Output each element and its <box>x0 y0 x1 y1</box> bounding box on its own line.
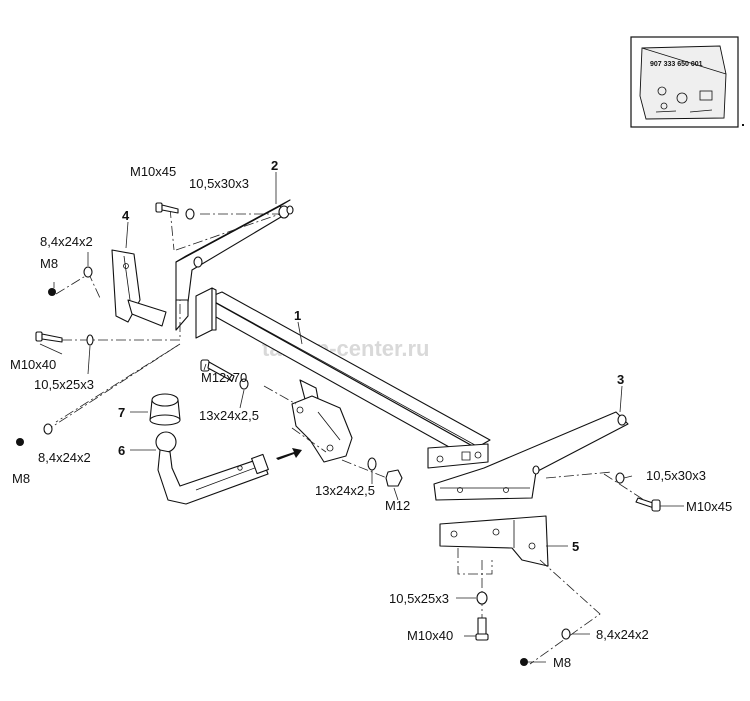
bolt-m10x45-right <box>635 497 661 512</box>
bracket-part-2 <box>175 199 294 331</box>
label-washer-8-4x24x2-left: 8,4x24x2 <box>40 234 93 249</box>
nut-icon <box>16 438 24 446</box>
washer-icon <box>476 591 488 605</box>
washer-icon <box>185 208 195 220</box>
ball-cap-part-7 <box>149 393 181 426</box>
crossbar-part-1 <box>195 287 491 469</box>
label-washer-10-5x30x3-top: 10,5x30x3 <box>189 176 249 191</box>
callout-part-7: 7 <box>118 405 125 420</box>
callout-part-3: 3 <box>617 372 624 387</box>
label-washer-10-5x25x3-left: 10,5x25x3 <box>34 377 94 392</box>
label-bolt-m12x70: M12x70 <box>201 370 247 385</box>
label-nut-m8-lower-left: M8 <box>12 471 30 486</box>
label-washer-13x24x2-5-b: 13x24x2,5 <box>315 483 375 498</box>
callout-part-4: 4 <box>122 208 130 223</box>
label-bolt-m10x45-right: M10x45 <box>686 499 732 514</box>
washer-icon <box>86 334 94 346</box>
tow-ball-part-6 <box>155 431 269 505</box>
washer-icon <box>239 378 249 390</box>
bolt-m10x45-top <box>155 202 179 214</box>
label-bolt-m10x40-bottom: M10x40 <box>407 628 453 643</box>
washer-icon <box>561 628 571 640</box>
bolt-m10x40-left <box>35 331 63 343</box>
label-bolt-m10x40-left: M10x40 <box>10 357 56 372</box>
washer-icon <box>615 472 625 484</box>
nut-icon <box>48 288 56 296</box>
label-bolt-m10x45-top: M10x45 <box>130 164 176 179</box>
label-nut-m8-bottom: M8 <box>553 655 571 670</box>
assembly-arrow <box>276 448 302 460</box>
nut-icon <box>520 658 528 666</box>
label-washer-8-4x24x2-bottom: 8,4x24x2 <box>596 627 649 642</box>
bracket-part-3 <box>433 411 629 501</box>
ball-mount-bracket <box>291 395 353 463</box>
bolt-m12x70 <box>200 359 235 382</box>
label-washer-10-5x30x3-right: 10,5x30x3 <box>646 468 706 483</box>
corner-dot <box>742 124 744 126</box>
label-washer-10-5x25x3-bottom: 10,5x25x3 <box>389 591 449 606</box>
label-washer-13x24x2-5-a: 13x24x2,5 <box>199 408 259 423</box>
leader-lines <box>39 172 684 663</box>
callout-part-2: 2 <box>271 158 278 173</box>
label-nut-m8-left: M8 <box>40 256 58 271</box>
washer-icon <box>43 423 53 435</box>
bolt-m10x40-bottom <box>475 617 489 641</box>
washer-icon <box>83 266 93 278</box>
label-washer-8-4x24x2-lower-left: 8,4x24x2 <box>38 450 91 465</box>
side-plate-part-4 <box>111 249 167 327</box>
plate-part-5 <box>439 515 549 567</box>
callout-part-6: 6 <box>118 443 125 458</box>
washer-icon <box>367 457 377 471</box>
fastener-kit-box: 907 333 650 001 <box>630 36 739 128</box>
callout-part-5: 5 <box>572 539 579 554</box>
nut-m12-icon <box>385 469 403 487</box>
callout-part-1: 1 <box>294 308 301 323</box>
kit-code: 907 333 650 001 <box>650 61 703 68</box>
label-nut-m12: M12 <box>385 498 410 513</box>
